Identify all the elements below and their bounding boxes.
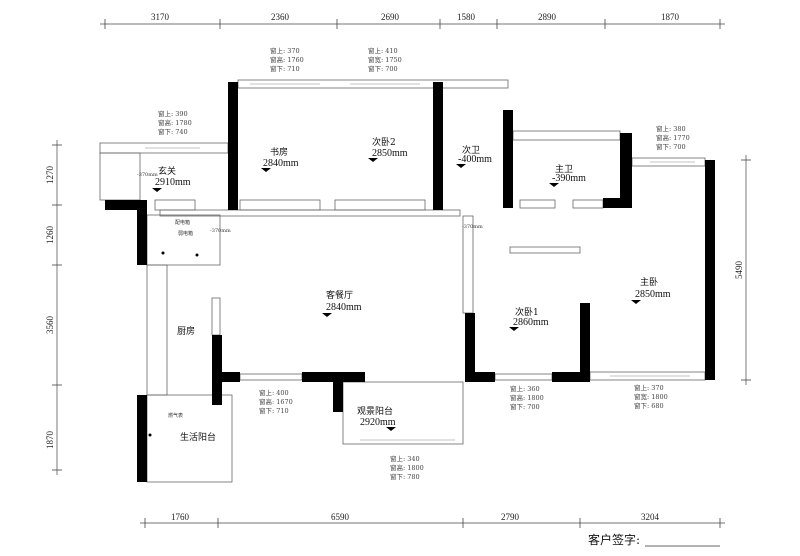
dim-bottom-2: 6590 xyxy=(331,512,350,522)
svg-text:窗下: 740: 窗下: 740 xyxy=(158,127,188,136)
svg-text:窗下: 700: 窗下: 700 xyxy=(656,142,686,151)
svg-text:观景阳台: 观景阳台 xyxy=(357,405,393,417)
dim-top-5: 2890 xyxy=(538,12,557,22)
svg-text:2910mm: 2910mm xyxy=(155,177,191,188)
dim-bottom-3: 2790 xyxy=(501,512,520,522)
svg-text:生活阳台: 生活阳台 xyxy=(180,431,216,443)
dim-right-1: 5490 xyxy=(734,261,744,280)
dim-top-2: 2360 xyxy=(271,12,290,22)
dim-left-1: 1270 xyxy=(45,166,55,185)
dim-bottom-4: 3204 xyxy=(641,512,660,522)
svg-text:窗下: 700: 窗下: 700 xyxy=(368,64,398,73)
svg-text:窗宽: 1800: 窗宽: 1800 xyxy=(634,392,668,401)
dim-top-4: 1580 xyxy=(457,12,476,22)
svg-text:2850mm: 2850mm xyxy=(635,289,671,300)
room-kitchen: 厨房 xyxy=(177,325,195,337)
svg-text:2850mm: 2850mm xyxy=(372,148,408,159)
svg-text:-370mm: -370mm xyxy=(137,172,158,178)
svg-text:次卧2: 次卧2 xyxy=(372,136,396,148)
svg-text:窗高: 1800: 窗高: 1800 xyxy=(390,463,424,472)
bottom-dimension-line: 1760 6590 2790 3204 xyxy=(140,512,725,528)
svg-text:-400mm: -400mm xyxy=(458,154,492,165)
svg-text:窗高: 1770: 窗高: 1770 xyxy=(656,133,690,142)
svg-text:书房: 书房 xyxy=(270,146,288,158)
svg-text:窗下: 680: 窗下: 680 xyxy=(634,401,664,410)
room-utility-balcony: 生活阳台 xyxy=(180,431,216,443)
svg-text:厨房: 厨房 xyxy=(177,325,195,337)
svg-text:窗下: 700: 窗下: 700 xyxy=(510,402,540,411)
right-dimension-line: 5490 xyxy=(734,155,751,385)
thin-walls xyxy=(99,79,706,483)
svg-text:配电箱: 配电箱 xyxy=(175,219,190,226)
svg-text:窗下: 710: 窗下: 710 xyxy=(270,64,300,73)
room-master-bath: 主卫-390mm xyxy=(549,163,586,187)
svg-text:主卫: 主卫 xyxy=(555,163,573,175)
svg-text:次卫: 次卫 xyxy=(462,144,480,156)
svg-text:窗高: 1670: 窗高: 1670 xyxy=(259,397,293,406)
svg-text:窗高: 1760: 窗高: 1760 xyxy=(270,55,304,64)
svg-text:2920mm: 2920mm xyxy=(360,417,396,428)
dim-left-4: 1870 xyxy=(45,431,55,450)
svg-text:-370mm: -370mm xyxy=(210,228,231,234)
svg-text:窗下: 710: 窗下: 710 xyxy=(259,406,289,415)
svg-text:-390mm: -390mm xyxy=(552,173,586,184)
svg-text:窗高: 1800: 窗高: 1800 xyxy=(510,393,544,402)
dim-top-3: 2690 xyxy=(381,12,400,22)
svg-text:燃气表: 燃气表 xyxy=(168,412,183,419)
load-bearing-walls xyxy=(105,82,715,482)
svg-text:弱电箱: 弱电箱 xyxy=(178,230,193,237)
svg-text:客餐厅: 客餐厅 xyxy=(326,289,353,301)
svg-text:窗上: 410: 窗上: 410 xyxy=(368,46,398,55)
annotations: -370mm -370mm -370mm 配电箱 弱电箱 燃气表 xyxy=(137,172,483,437)
dim-left-3: 3560 xyxy=(45,316,55,335)
svg-text:次卧1: 次卧1 xyxy=(515,306,539,318)
svg-text:2840mm: 2840mm xyxy=(326,302,362,313)
customer-signature[interactable]: 客户签字: xyxy=(588,532,720,547)
svg-text:窗上: 370: 窗上: 370 xyxy=(270,46,300,55)
room-second-bath: 次卫-400mm xyxy=(456,144,492,168)
dim-bottom-1: 1760 xyxy=(171,512,190,522)
svg-text:窗上: 360: 窗上: 360 xyxy=(510,384,540,393)
svg-text:玄关: 玄关 xyxy=(158,165,176,177)
svg-text:2860mm: 2860mm xyxy=(513,317,549,328)
signature-label: 客户签字: xyxy=(588,532,640,547)
svg-text:窗宽: 1750: 窗宽: 1750 xyxy=(368,55,402,64)
svg-text:2840mm: 2840mm xyxy=(263,158,299,169)
svg-text:窗上: 400: 窗上: 400 xyxy=(259,388,289,397)
dim-top-6: 1870 xyxy=(661,12,680,22)
svg-text:主卧: 主卧 xyxy=(640,276,658,288)
svg-text:窗上: 380: 窗上: 380 xyxy=(656,124,686,133)
dim-top-1: 3170 xyxy=(151,12,170,22)
top-dimension-line: 3170 2360 2690 1580 2890 1870 xyxy=(100,12,725,29)
svg-text:-370mm: -370mm xyxy=(462,224,483,230)
svg-text:窗上: 390: 窗上: 390 xyxy=(158,109,188,118)
svg-text:窗下: 780: 窗下: 780 xyxy=(390,472,420,481)
svg-text:窗上: 370: 窗上: 370 xyxy=(634,383,664,392)
svg-text:窗高: 1780: 窗高: 1780 xyxy=(158,118,192,127)
dim-left-2: 1260 xyxy=(45,226,55,245)
left-dimension-line: 1270 1260 3560 1870 xyxy=(45,140,62,475)
svg-text:窗上: 340: 窗上: 340 xyxy=(390,454,420,463)
